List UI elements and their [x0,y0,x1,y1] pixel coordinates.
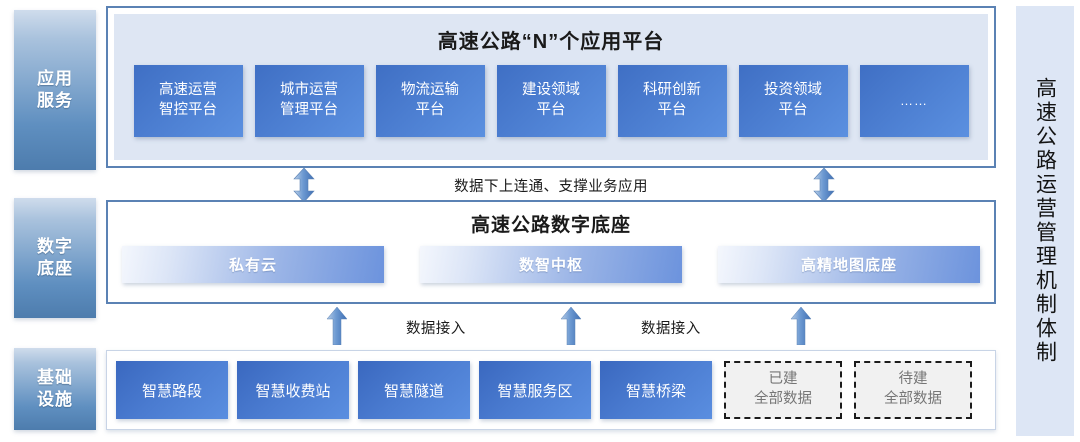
platform-box-more[interactable]: …… [859,65,969,137]
dashed-box-pending-data[interactable]: 待建 全部数据 [854,361,972,419]
sidebar-item-infrastructure[interactable]: 基础 设施 [14,348,96,430]
right-banner-label: 高速公路运营管理机制体制 [1033,77,1057,365]
infra-box-smart-tunnel[interactable]: 智慧隧道 [358,361,470,419]
connector-caption-data-access-2: 数据接入 [641,321,701,337]
digital-base-panel: 高速公路数字底座 私有云 数智中枢 高精地图底座 [106,200,996,304]
platform-label-line1: 物流运输 [401,82,459,99]
platform-box[interactable]: 投资领域 平台 [738,65,848,137]
sidebar-item-label-line2: 设施 [37,390,73,409]
up-arrow-icon [326,306,348,346]
platform-label-line2: 平台 [415,102,445,118]
base-box-hd-map-foundation[interactable]: 高精地图底座 [718,246,980,283]
sidebar-item-label-line2: 服务 [37,91,73,110]
platform-box[interactable]: 城市运营 管理平台 [254,65,364,137]
platform-box[interactable]: 建设领域 平台 [496,65,606,137]
platform-box[interactable]: 高速运营 智控平台 [133,65,243,137]
platform-label-line1: 城市运营 [280,82,338,99]
platform-box-group: 高速运营 智控平台 城市运营 管理平台 物流运输 平台 建设领域 平台 科研创新 [124,65,979,137]
dashed-box-label-line2: 全部数据 [884,391,942,407]
up-arrow-icon [560,306,582,346]
infra-box-smart-bridge[interactable]: 智慧桥梁 [600,361,712,419]
connector-caption-data-access-1: 数据接入 [406,321,466,337]
bidirectional-vertical-arrow-icon [812,167,836,203]
application-section-title: 高速公路“N”个应用平台 [437,31,665,53]
connector-row-infrastructure-to-base: 数据接入 数据接入 [106,304,996,350]
platform-box[interactable]: 科研创新 平台 [617,65,727,137]
sidebar-item-application-service[interactable]: 应用 服务 [14,10,96,170]
platform-label-line1: 投资领域 [764,82,822,99]
application-service-panel: 高速公路“N”个应用平台 高速运营 智控平台 城市运营 管理平台 物流运输 平台… [106,6,996,168]
infra-box-smart-service-area[interactable]: 智慧服务区 [479,361,591,419]
dashed-box-built-data[interactable]: 已建 全部数据 [724,361,842,419]
platform-label-line1: 建设领域 [522,82,580,99]
base-box-group: 私有云 数智中枢 高精地图底座 [122,246,980,283]
platform-label-line2: 平台 [778,102,808,118]
platform-label-line1: 高速运营 [159,82,217,99]
infrastructure-panel: 智慧路段 智慧收费站 智慧隧道 智慧服务区 智慧桥梁 已建 全部数据 待建 全部… [106,350,996,430]
sidebar-item-label-line1: 基础 [37,367,73,387]
right-vertical-banner: 高速公路运营管理机制体制 [1016,6,1074,436]
platform-label-ellipsis: …… [900,93,928,109]
platform-label-line2: 平台 [657,102,687,118]
sidebar-item-label-line1: 应用 [37,68,73,88]
platform-label-line2: 平台 [536,102,566,118]
base-box-private-cloud[interactable]: 私有云 [122,246,384,283]
platform-box[interactable]: 物流运输 平台 [375,65,485,137]
base-section-title: 高速公路数字底座 [470,215,631,236]
sidebar-item-label-line2: 底座 [37,259,73,278]
application-service-inner-panel: 高速公路“N”个应用平台 高速运营 智控平台 城市运营 管理平台 物流运输 平台… [114,14,988,160]
platform-label-line2: 管理平台 [280,102,338,118]
infra-box-smart-toll-station[interactable]: 智慧收费站 [237,361,349,419]
sidebar-item-label-line1: 数字 [37,236,73,256]
base-box-data-intelligence-hub[interactable]: 数智中枢 [420,246,682,283]
dashed-box-label-line1: 已建 [768,371,798,388]
platform-label-line1: 科研创新 [643,82,701,99]
dashed-box-label-line1: 待建 [898,371,928,388]
platform-label-line2: 智控平台 [159,102,217,118]
connector-row-application-to-base: 数据下上连通、支撑业务应用 [106,167,996,203]
infra-box-smart-road-section[interactable]: 智慧路段 [116,361,228,419]
dashed-box-label-line2: 全部数据 [754,391,812,407]
up-arrow-icon [790,306,812,346]
connector-caption-application-to-base: 数据下上连通、支撑业务应用 [454,179,648,195]
sidebar-item-digital-base[interactable]: 数字 底座 [14,198,96,318]
